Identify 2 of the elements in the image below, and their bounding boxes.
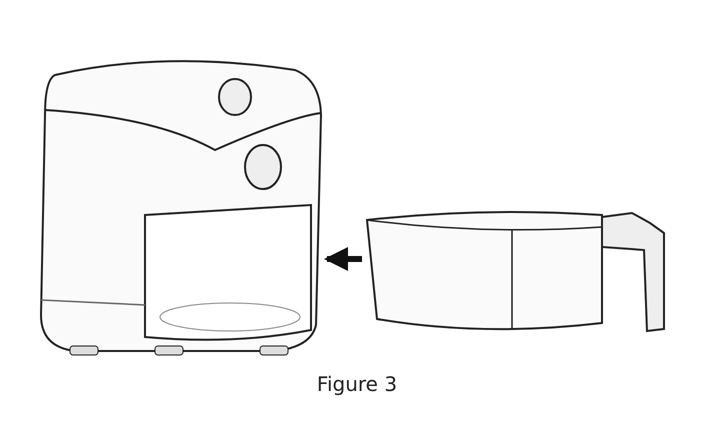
arrow (324, 247, 362, 271)
figure-caption: Figure 3 (316, 372, 398, 396)
